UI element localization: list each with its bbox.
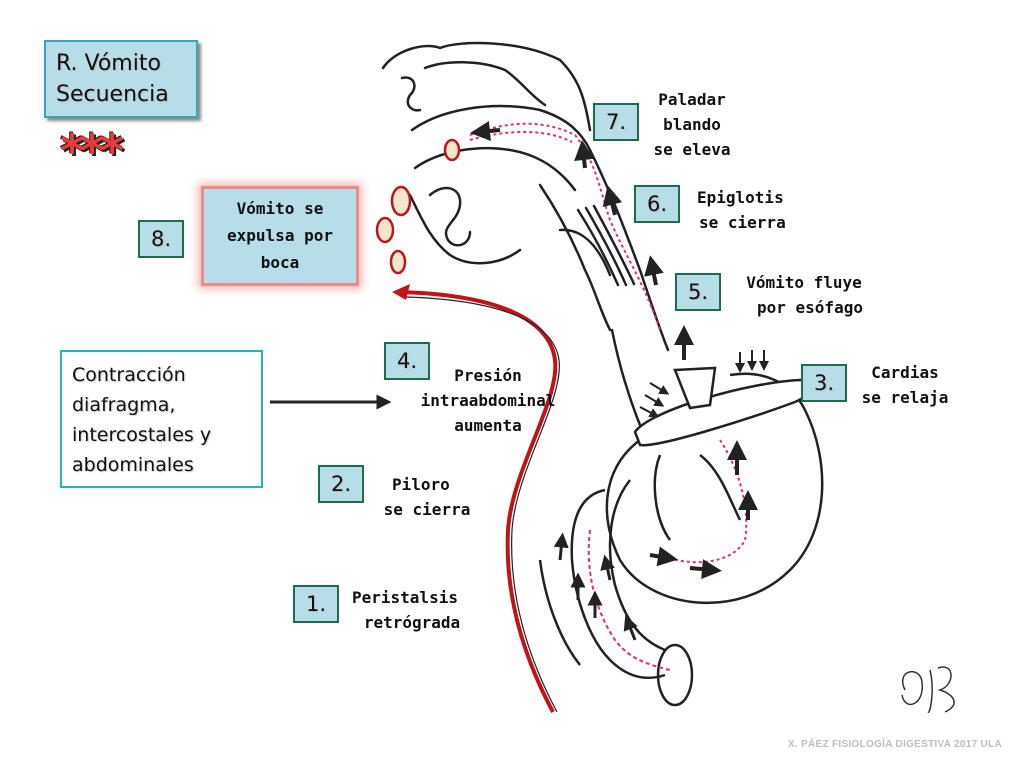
- title-line-2: Secuencia: [56, 82, 169, 107]
- step-3-label: Cardias se relaja: [861, 363, 949, 407]
- intestine: [538, 479, 694, 707]
- stomach-vomit: [659, 439, 748, 564]
- expulsion-arrowhead: [392, 284, 410, 300]
- signature: ep: [890, 720, 900, 730]
- stomach-arrows: [649, 440, 758, 580]
- step-4-number: 4.: [384, 342, 430, 380]
- intestine-arrows: [553, 532, 638, 641]
- step-1-number: 1.: [293, 585, 339, 623]
- stomach: [605, 372, 824, 605]
- pressure-arrows: [639, 350, 769, 418]
- title-box: R. Vómito Secuencia: [44, 40, 198, 118]
- intestine-vomit: [587, 529, 671, 671]
- vomit-path: [469, 122, 661, 331]
- expulsion-arrow-shadow: [404, 296, 560, 713]
- step-6-label: Epiglotis se cierra: [697, 188, 786, 232]
- mouth-bubbles: [375, 138, 461, 275]
- step-5-number: 5.: [675, 273, 721, 311]
- expulsion-arrow: [399, 290, 558, 713]
- step-7-number: 7.: [593, 103, 639, 141]
- step-8-number: 8.: [138, 220, 184, 258]
- step-6-number: 6.: [634, 185, 680, 223]
- step-2-number: 2.: [318, 465, 364, 503]
- step-1-label: Peristalsis retrógrada: [352, 588, 461, 632]
- credit-footer: X. PÁEZ FISIOLOGÍA DIGESTIVA 2017 ULA: [787, 739, 1002, 750]
- step-4-label: Presión intraabdominal aumenta: [420, 366, 556, 435]
- vomit-arrows: [470, 121, 694, 360]
- signature-mark: [901, 666, 955, 713]
- step-3-number: 3.: [801, 364, 847, 402]
- title-line-1: R. Vómito: [56, 51, 161, 76]
- importance-stars: ***: [60, 124, 124, 178]
- head-outline: [381, 41, 670, 427]
- step-7-label: Paladar blando se eleva: [653, 90, 731, 159]
- contraction-box: Contracción diafragma, intercostales y a…: [60, 350, 263, 488]
- diaphragm: [633, 366, 811, 447]
- vomit-expelled-box: Vómito se expulsa por boca: [201, 186, 359, 286]
- step-5-label: Vómito fluye por esófago: [746, 273, 863, 317]
- step-2-label: Piloro se cierra: [383, 475, 471, 519]
